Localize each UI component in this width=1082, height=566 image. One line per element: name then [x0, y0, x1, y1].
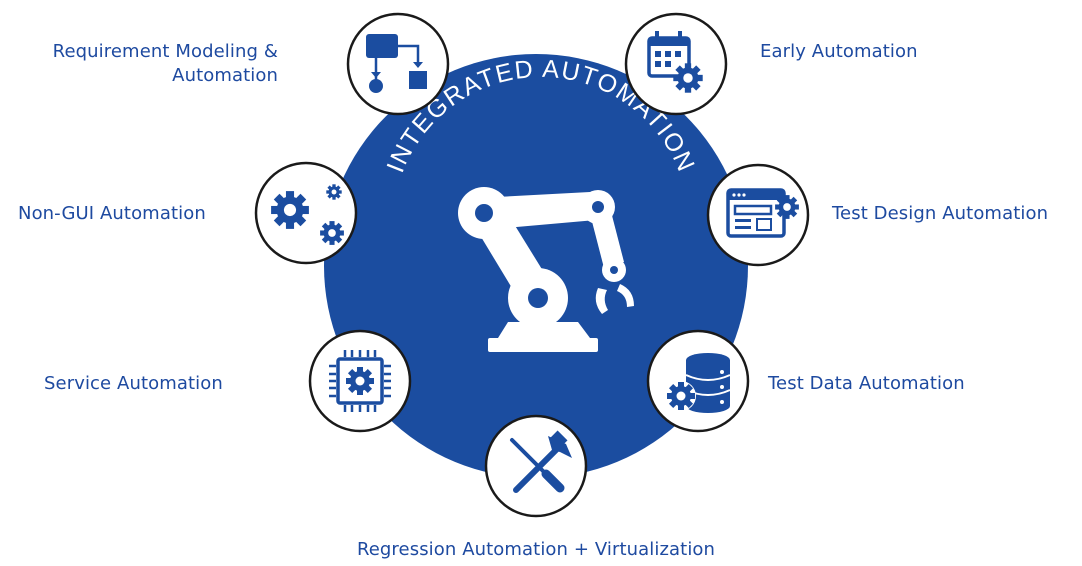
tools-icon — [510, 430, 572, 493]
label-requirement-modeling-line-1: Requirement Modeling & — [52, 41, 278, 62]
label-test-data: Test Data Automation — [768, 373, 965, 394]
node-regression — [484, 414, 588, 518]
node-test-design — [706, 163, 810, 267]
label-non-gui: Non-GUI Automation — [18, 203, 206, 224]
label-requirement-modeling-line-2: Automation — [172, 65, 278, 86]
robot-arm-icon — [458, 187, 634, 352]
node-test-data — [646, 329, 750, 433]
label-requirement-modeling: Requirement Modeling & Automation — [20, 40, 278, 88]
flowchart-icon — [366, 34, 427, 93]
browser-window-gear-icon — [726, 188, 799, 238]
database-gear-icon — [666, 353, 731, 413]
label-regression: Regression Automation + Virtualization — [356, 539, 716, 560]
label-test-design: Test Design Automation — [832, 203, 1049, 224]
node-requirement-modeling — [346, 12, 450, 116]
node-early-automation — [624, 12, 728, 116]
label-early-automation: Early Automation — [760, 41, 918, 62]
calendar-gear-icon — [647, 31, 703, 93]
node-non-gui — [254, 161, 358, 265]
node-service — [308, 329, 412, 433]
label-service: Service Automation — [44, 373, 223, 394]
chip-gear-icon — [329, 350, 391, 412]
